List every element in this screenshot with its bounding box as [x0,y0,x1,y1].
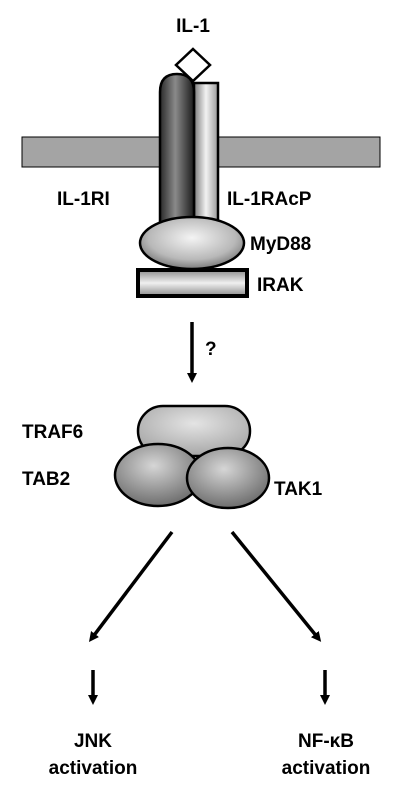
label-question-mark: ? [205,339,217,360]
arrow-to-nfkb-branch [230,530,322,642]
label-nfkb-activation: activation [282,758,371,779]
label-jnk: JNK [74,731,112,752]
il1racp-receptor [192,81,220,240]
il1-ligand [174,47,212,83]
arrow-to-jnk-branch [88,530,174,642]
il1ri-receptor [158,72,196,240]
label-jnk-activation: activation [49,758,138,779]
label-myd88: MyD88 [250,234,311,255]
label-il1racp: IL-1RAcP [227,189,312,210]
label-il1: IL-1 [176,16,210,37]
label-tab2: TAB2 [22,469,70,490]
label-nfkb: NF-κB [298,731,354,752]
label-il1ri: IL-1RI [57,189,110,210]
myd88-protein [138,215,246,271]
label-tak1: TAK1 [274,479,323,500]
irak-protein [136,268,249,298]
tak1-protein [185,446,271,510]
label-irak: IRAK [257,275,304,296]
label-traf6: TRAF6 [22,422,83,443]
